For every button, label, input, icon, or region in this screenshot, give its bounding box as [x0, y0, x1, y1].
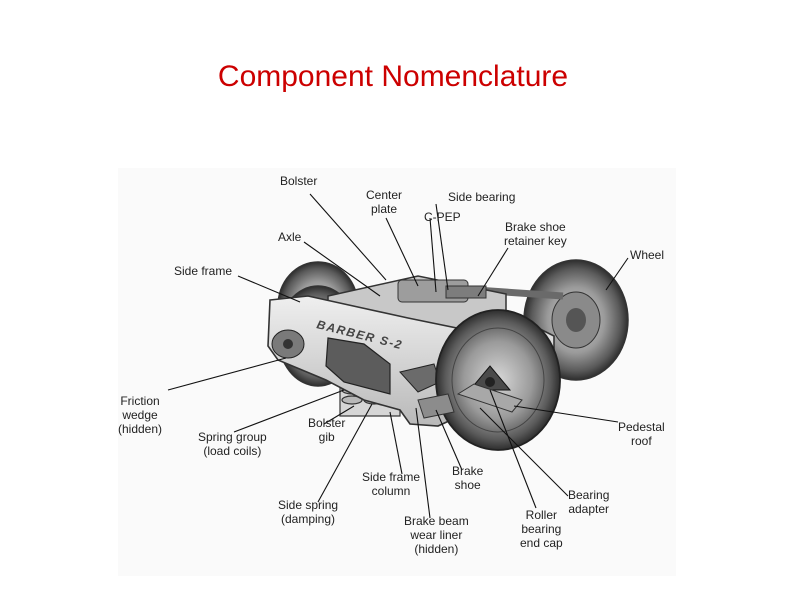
label-spring-group: Spring group (load coils) — [198, 430, 267, 458]
label-side-frame: Side frame — [174, 264, 233, 278]
leader-side-spring — [317, 403, 373, 503]
label-bearing-adapter: Bearing adapter — [568, 488, 610, 516]
label-bolster: Bolster — [280, 174, 318, 188]
side-frame-window — [325, 337, 391, 395]
label-center-plate: Center plate — [366, 188, 402, 216]
front-wheel-right — [435, 309, 561, 451]
leader-side-frame-column — [389, 411, 403, 475]
leader-side-frame — [237, 275, 301, 303]
leader-brake-beam-wear-liner — [415, 407, 431, 519]
leader-center-plate — [385, 217, 419, 287]
label-friction-wedge: Friction wedge (hidden) — [118, 394, 163, 436]
leader-bearing-adapter — [479, 407, 569, 497]
label-bolster-gib: Bolster gib — [308, 416, 346, 444]
label-side-frame-column: Side frame column — [362, 470, 421, 498]
label-axle: Axle — [278, 230, 302, 244]
leader-pedestal-roof — [513, 405, 619, 423]
label-wheel: Wheel — [630, 248, 665, 262]
leader-axle — [303, 241, 381, 297]
leader-brake-shoe — [435, 409, 463, 471]
leader-brake-shoe-retainer-key — [477, 247, 509, 297]
truck-illustration: BARBER S-2 — [118, 168, 676, 576]
brake-shoe-shape — [417, 393, 455, 419]
leader-bolster-gib — [323, 405, 355, 425]
truck-diagram: BARBER S-2 Bolster Center plate Side — [118, 168, 676, 576]
leader-roller-bearing-end-cap — [489, 389, 537, 509]
leader-lines — [167, 193, 629, 519]
label-side-bearing: Side bearing — [448, 190, 516, 204]
leader-side-bearing — [435, 203, 449, 291]
label-roller-bearing-end-cap: Roller bearing end cap — [520, 508, 563, 550]
label-side-spring: Side spring (damping) — [278, 498, 339, 526]
leader-wheel — [605, 257, 629, 291]
bearing-adapter-shape — [456, 383, 523, 413]
side-bearing-shape — [445, 285, 487, 299]
label-brake-shoe: Brake shoe — [452, 464, 484, 492]
label-pedestal-roof: Pedestal roof — [618, 420, 665, 448]
label-center-plate-text: Center plate — [366, 188, 403, 216]
leader-spring-group — [233, 389, 345, 433]
leader-bolster — [309, 193, 387, 281]
leader-c-pep — [429, 217, 437, 293]
leader-friction-wedge — [167, 357, 287, 391]
label-brake-shoe-retainer-key: Brake shoe retainer key — [504, 220, 567, 248]
slide-title: Component Nomenclature — [217, 60, 569, 93]
label-c-pep: C-PEP — [424, 210, 461, 224]
label-brake-beam-wear-liner: Brake beam wear liner (hidden) — [404, 514, 469, 556]
